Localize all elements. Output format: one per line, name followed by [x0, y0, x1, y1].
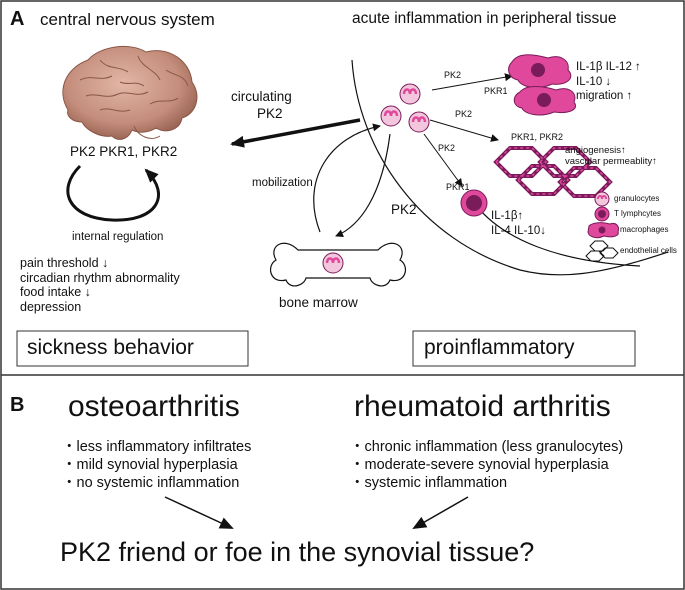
oa-item: ・mild synovial hyperplasia [62, 457, 238, 473]
granulocyte-cluster [380, 83, 430, 133]
oa-item: ・less inflammatory infiltrates [62, 439, 252, 455]
tissue-boundary-inner [471, 199, 641, 267]
pk2-to-bone-marrow-arrow [335, 133, 391, 237]
oa-title: osteoarthritis [68, 390, 240, 423]
endothelial-effects: angiogenesis↑ vascular permeablity↑ [565, 145, 657, 167]
pk2-center-label: PK2 [391, 202, 417, 217]
symptom-item: food intake ↓ [20, 285, 91, 299]
effect-item: angiogenesis↑ [565, 145, 626, 156]
t-cell-receptor-label: PKR1 [446, 182, 470, 192]
macrophage-effects: IL-1β IL-12 ↑ IL-10 ↓ migration ↑ [576, 60, 641, 104]
circulating-pk2-arrow [230, 118, 361, 148]
tissue-boundary [351, 59, 669, 276]
arrow-to-endothelial [429, 119, 499, 142]
circulating-label-line2: PK2 [257, 106, 283, 121]
effect-item: IL-4 IL-10↓ [491, 224, 546, 237]
oa-list: ・less inflammatory infiltrates ・mild syn… [62, 438, 251, 492]
symptom-list: pain threshold ↓ circadian rhythm abnorm… [20, 256, 180, 314]
symptom-item: depression [20, 299, 82, 314]
legend-endothelial-cells: endothelial cells [620, 246, 677, 255]
ra-title: rheumatoid arthritis [354, 390, 611, 423]
peripheral-title: acute inflammation in peripheral tissue [352, 10, 617, 27]
effect-item: IL-10 ↓ [576, 75, 612, 88]
sickness-behavior-box [16, 330, 249, 367]
legend-granulocyte-icon [594, 191, 610, 207]
effect-item: IL-1β↑ [491, 210, 524, 222]
effect-item: vascular permeablity↑ [565, 156, 657, 167]
symptom-item: pain threshold ↓ [20, 256, 109, 270]
mobilization-arrow [313, 123, 381, 233]
t-lymphocyte-cell [460, 189, 488, 217]
central-question: PK2 friend or foe in the synovial tissue… [60, 537, 535, 567]
brain-receptors-label: PK2 PKR1, PKR2 [70, 144, 178, 159]
ra-arrow [412, 496, 469, 529]
macrophage-cells [508, 54, 576, 116]
legend-granulocytes: granulocytes [614, 194, 660, 203]
proinflammatory-box [412, 330, 636, 367]
arrow-to-macrophages [431, 73, 513, 91]
brain-icon [62, 46, 198, 140]
legend-t-lymphocytes: T lymphcytes [614, 209, 661, 218]
ra-item: ・systemic inflammation [350, 475, 508, 491]
effect-item: migration ↑ [576, 90, 633, 102]
ra-list: ・chronic inflammation (less granulocytes… [350, 438, 623, 492]
arrow-to-t-cell [423, 133, 463, 187]
bone-marrow-icon [269, 242, 407, 287]
t-cell-pk2-label: PK2 [438, 143, 456, 153]
endothelial-receptor-label: PKR1, PKR2 [511, 132, 564, 142]
ra-item: ・moderate-severe synovial hyperplasia [350, 457, 609, 473]
mobilization-label: mobilization [252, 177, 313, 189]
endothelial-pk2-label: PK2 [455, 109, 473, 119]
legend-macrophages: macrophages [620, 225, 669, 234]
panel-b-letter: B [10, 394, 25, 416]
t-cell-effects: IL-1β↑ IL-4 IL-10↓ [491, 209, 546, 238]
macrophage-receptor-label: PKR1 [484, 86, 508, 96]
ra-item: ・chronic inflammation (less granulocytes… [350, 439, 624, 455]
oa-arrow [164, 496, 234, 529]
macrophage-pk2-label: PK2 [444, 70, 462, 80]
legend-endothelial-icon [585, 240, 619, 262]
internal-regulation-label: internal regulation [72, 231, 164, 243]
panel-a-letter: A [10, 8, 25, 30]
symptom-item: circadian rhythm abnormality [20, 270, 180, 285]
proinflammatory-label: proinflammatory [424, 336, 575, 359]
sickness-behavior-label: sickness behavior [27, 336, 194, 359]
circulating-label-line1: circulating [231, 89, 292, 104]
legend-t-lymphocyte-icon [594, 206, 610, 222]
effect-item: IL-1β IL-12 ↑ [576, 61, 641, 73]
bone-marrow-label: bone marrow [279, 295, 358, 310]
cns-title: central nervous system [40, 10, 215, 29]
legend-macrophage-icon [587, 222, 619, 239]
oa-item: ・no systemic inflammation [62, 475, 240, 491]
internal-regulation-arrow [66, 164, 160, 222]
